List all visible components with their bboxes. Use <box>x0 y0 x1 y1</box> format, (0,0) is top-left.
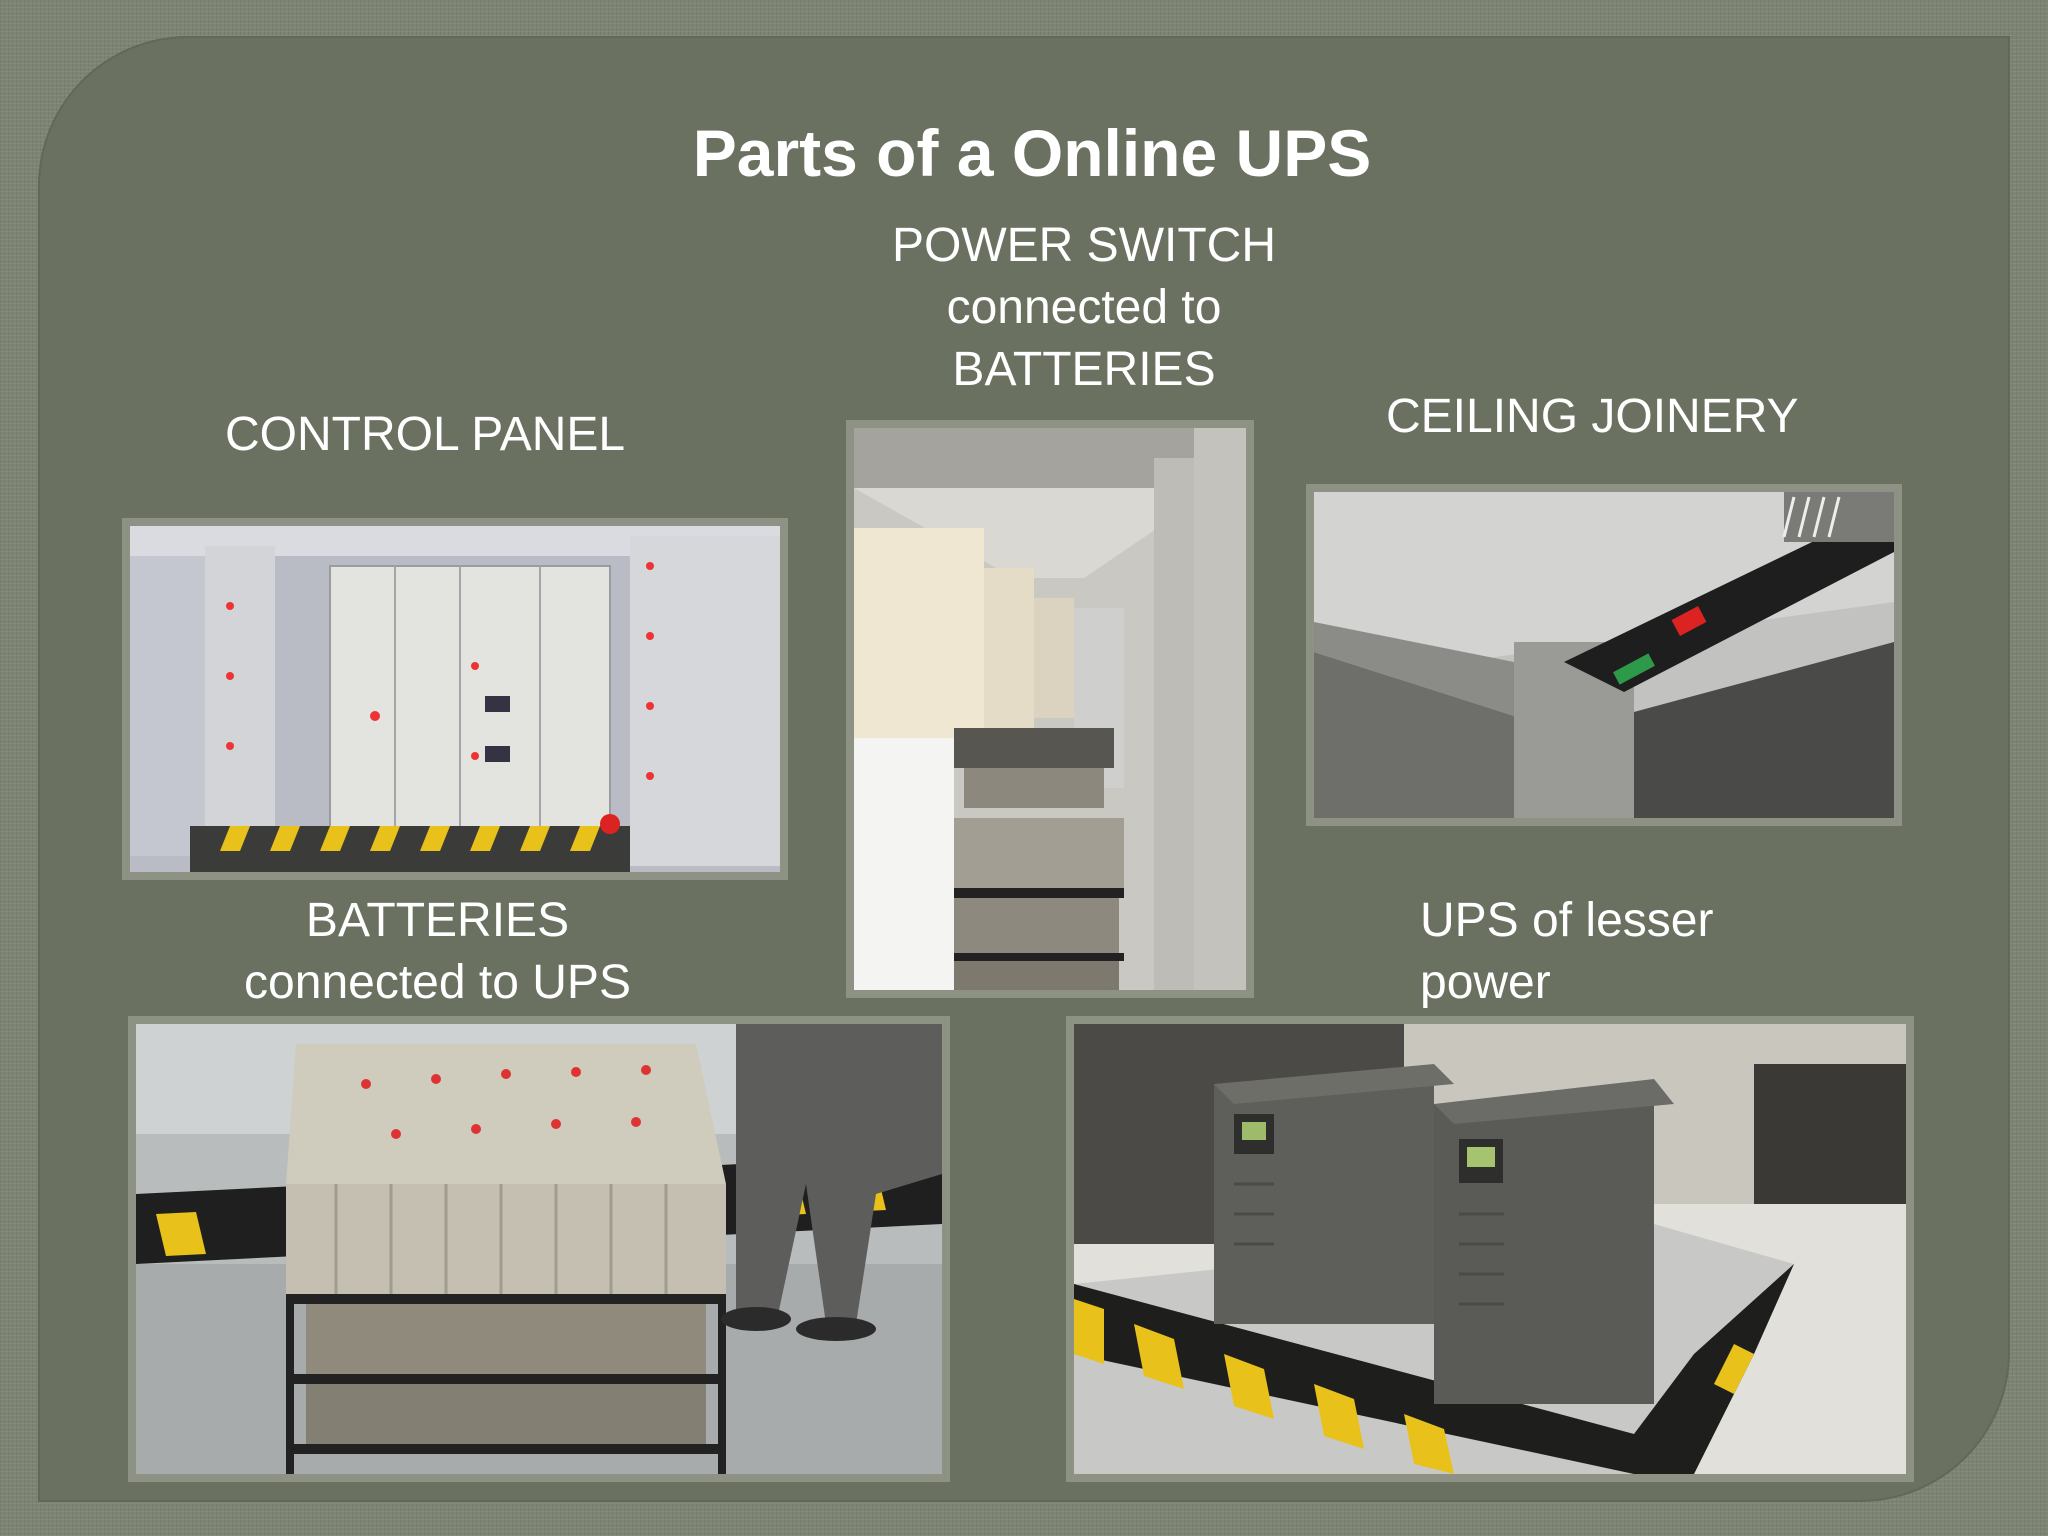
ceiling-joinery-photo <box>1306 484 1902 826</box>
slide-title: Parts of a Online UPS <box>692 116 1372 190</box>
ups-lesser-power-photo <box>1066 1016 1914 1482</box>
caption-batteries: BATTERIES connected to UPS <box>244 894 631 1009</box>
control-panel-photo <box>122 518 788 880</box>
power-switch-photo <box>846 420 1254 998</box>
caption-ceiling-joinery: CEILING JOINERY <box>1386 390 1799 443</box>
caption-power-switch: POWER SWITCH connected to BATTERIES <box>892 219 1276 396</box>
caption-ups-lesser-power: UPS of lesser power <box>1420 894 1714 1009</box>
batteries-photo <box>128 1016 950 1482</box>
caption-control-panel: CONTROL PANEL <box>225 408 626 461</box>
